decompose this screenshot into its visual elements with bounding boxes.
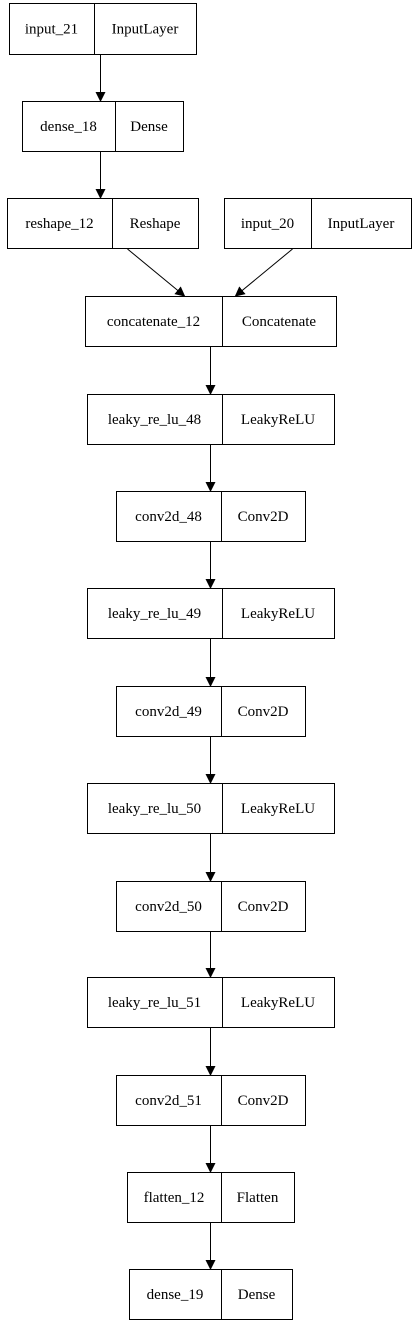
node-type: LeakyReLU xyxy=(241,412,315,428)
layer-node-input-20: input_20 InputLayer xyxy=(224,198,412,249)
node-name: input_20 xyxy=(241,216,294,232)
node-box xyxy=(116,491,306,542)
node-box xyxy=(116,1075,306,1126)
layer-node-leaky-re-lu-51: leaky_re_lu_51 LeakyReLU xyxy=(87,977,335,1028)
node-type: Concatenate xyxy=(242,314,316,330)
layer-node-conv2d-49: conv2d_49 Conv2D xyxy=(116,686,306,737)
node-box xyxy=(87,783,335,834)
layer-node-conv2d-48: conv2d_48 Conv2D xyxy=(116,491,306,542)
edges xyxy=(95,55,293,1270)
node-box xyxy=(116,881,306,932)
node-type: Conv2D xyxy=(238,509,289,525)
node-type: Conv2D xyxy=(238,1093,289,1109)
node-name: input_21 xyxy=(25,22,78,38)
node-box xyxy=(127,1172,295,1223)
node-box xyxy=(87,588,335,639)
node-name: dense_19 xyxy=(147,1287,204,1303)
layer-node-reshape-12: reshape_12 Reshape xyxy=(7,198,199,249)
node-type: LeakyReLU xyxy=(241,801,315,817)
layer-node-flatten-12: flatten_12 Flatten xyxy=(127,1172,295,1223)
layer-node-leaky-re-lu-49: leaky_re_lu_49 LeakyReLU xyxy=(87,588,335,639)
layer-node-dense-19: dense_19 Dense xyxy=(129,1269,293,1320)
node-name: leaky_re_lu_50 xyxy=(108,801,201,817)
layer-node-leaky-re-lu-50: leaky_re_lu_50 LeakyReLU xyxy=(87,783,335,834)
node-type: Reshape xyxy=(130,216,181,232)
layer-node-dense-18: dense_18 Dense xyxy=(22,101,184,152)
node-box xyxy=(116,686,306,737)
node-name: conv2d_48 xyxy=(135,509,202,525)
node-type: InputLayer xyxy=(328,216,395,232)
layer-node-conv2d-50: conv2d_50 Conv2D xyxy=(116,881,306,932)
node-box xyxy=(9,3,197,55)
layer-node-conv2d-51: conv2d_51 Conv2D xyxy=(116,1075,306,1126)
node-name: concatenate_12 xyxy=(107,314,200,330)
node-type: Dense xyxy=(130,119,168,135)
node-name: leaky_re_lu_49 xyxy=(108,606,201,622)
node-box xyxy=(129,1269,293,1320)
node-type: LeakyReLU xyxy=(241,606,315,622)
node-type: Conv2D xyxy=(238,899,289,915)
node-name: leaky_re_lu_51 xyxy=(108,995,201,1011)
node-name: leaky_re_lu_48 xyxy=(108,412,201,428)
node-name: dense_18 xyxy=(40,119,97,135)
node-type: Conv2D xyxy=(238,704,289,720)
node-type: Flatten xyxy=(237,1190,279,1206)
layer-node-leaky-re-lu-48: leaky_re_lu_48 LeakyReLU xyxy=(87,394,335,445)
node-box xyxy=(85,296,337,347)
node-box xyxy=(22,101,184,152)
node-type: LeakyReLU xyxy=(241,995,315,1011)
node-box xyxy=(87,394,335,445)
edge-arrow xyxy=(127,248,186,297)
layer-node-concatenate-12: concatenate_12 Concatenate xyxy=(85,296,337,347)
edge-arrow xyxy=(234,248,293,297)
node-box xyxy=(87,977,335,1028)
node-name: reshape_12 xyxy=(25,216,93,232)
node-name: conv2d_51 xyxy=(135,1093,202,1109)
node-type: InputLayer xyxy=(112,22,179,38)
node-name: flatten_12 xyxy=(144,1190,205,1206)
node-type: Dense xyxy=(238,1287,276,1303)
node-box xyxy=(224,198,412,249)
layer-node-input-21: input_21 InputLayer xyxy=(9,3,197,55)
node-name: conv2d_50 xyxy=(135,899,202,915)
node-box xyxy=(7,198,199,249)
node-name: conv2d_49 xyxy=(135,704,202,720)
